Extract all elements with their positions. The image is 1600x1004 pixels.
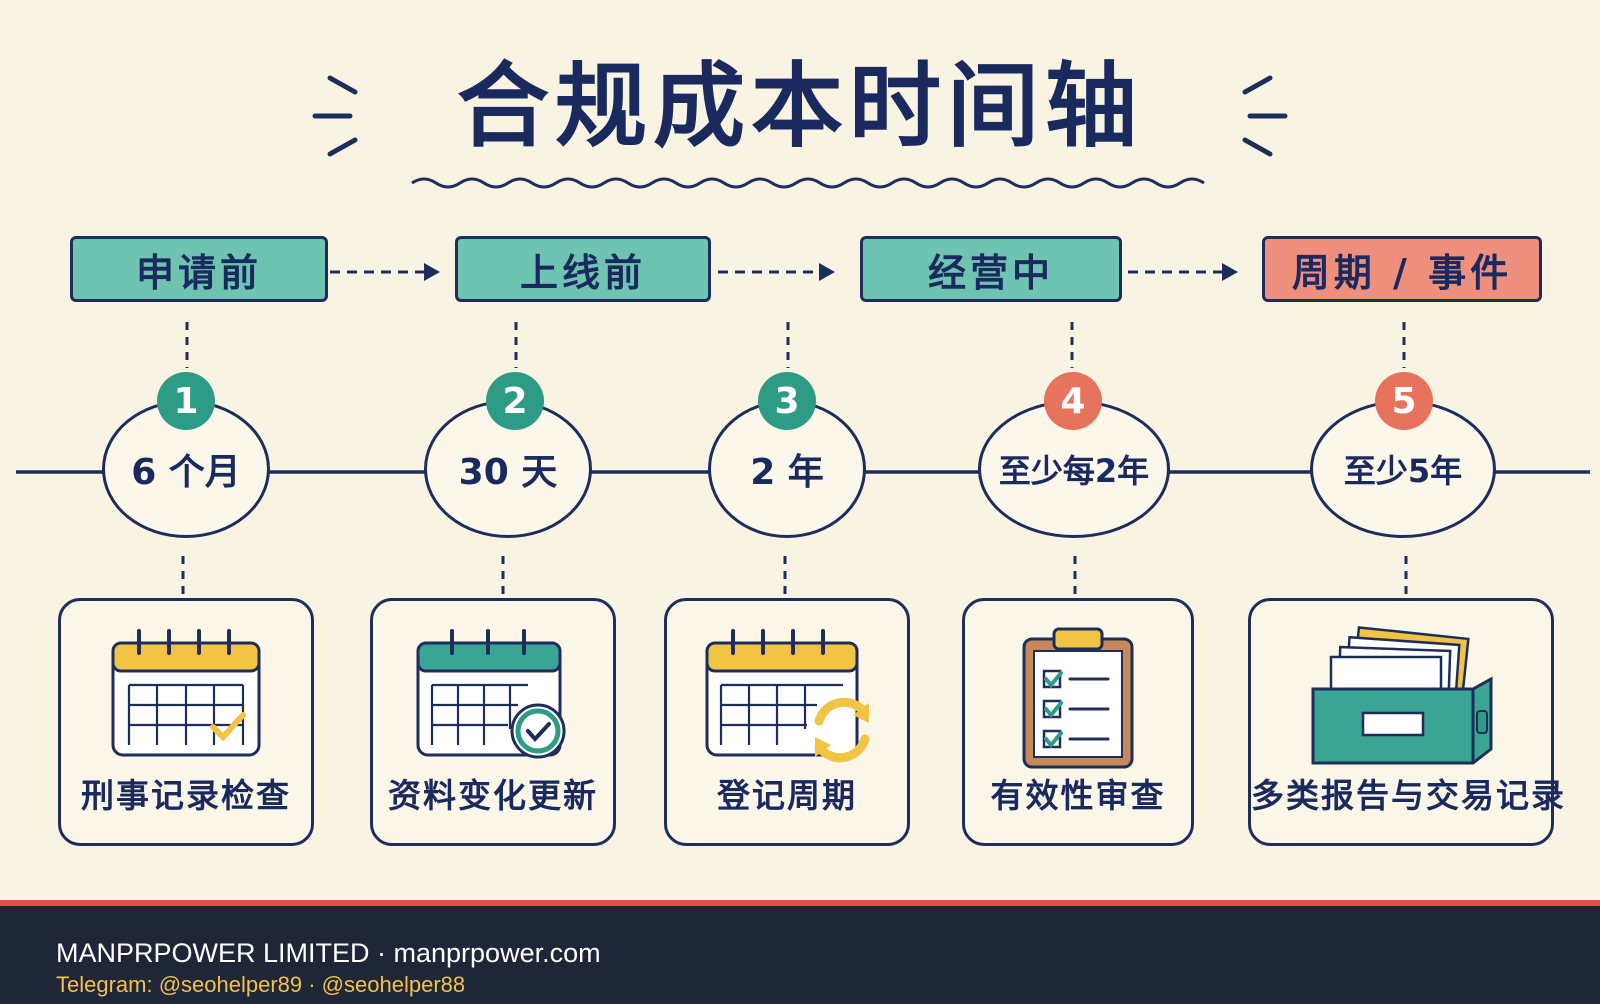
step-number-3: 3 — [758, 372, 816, 430]
phase-cycle-event: 周期 / 事件 — [1262, 236, 1542, 302]
clipboard-checklist-icon — [1022, 627, 1134, 769]
card-label-4: 有效性审查 — [990, 776, 1166, 815]
step-number-2: 2 — [486, 372, 544, 430]
step-number-5: 5 — [1375, 372, 1433, 430]
calendar-refresh-icon — [705, 629, 870, 763]
card-label-2: 资料变化更新 — [388, 776, 598, 815]
card-reports-and-transaction-records: 多类报告与交易记录 — [1248, 598, 1566, 846]
card-data-change-update: 资料变化更新 — [370, 598, 616, 846]
footer-company: MANPRPOWER LIMITED · manprpower.com — [56, 938, 601, 968]
arrow-heads — [424, 263, 1238, 281]
step-number-1: 1 — [157, 372, 215, 430]
card-effectiveness-review: 有效性审查 — [962, 598, 1194, 846]
calendar-checkmark-badge-icon — [416, 629, 566, 759]
period-circle-3: 2 年 — [708, 400, 866, 538]
card-label-1: 刑事记录检查 — [81, 776, 291, 815]
card-registration-cycle: 登记周期 — [664, 598, 910, 846]
calendar-check-icon — [111, 629, 261, 757]
file-box-icon — [1311, 626, 1493, 765]
card-label-3: 登记周期 — [717, 776, 857, 815]
page-title: 合规成本时间轴 — [456, 53, 1143, 160]
title-wavy-underline — [411, 177, 1205, 189]
footer-contacts: Telegram: @seohelper89 · @seohelper88 — [56, 972, 466, 997]
card-criminal-record-check: 刑事记录检查 — [58, 598, 314, 846]
footer-bar: MANPRPOWER LIMITED · manprpower.com Tele… — [0, 900, 1600, 1004]
title-sparkles-right — [1242, 75, 1288, 157]
step-number-4: 4 — [1044, 372, 1102, 430]
title-sparkles-left — [312, 75, 358, 157]
phase-in-operation: 经营中 — [860, 236, 1122, 302]
vertical-connectors — [181, 322, 1408, 596]
phase-pre-launch: 上线前 — [455, 236, 711, 302]
card-label-5: 多类报告与交易记录 — [1251, 776, 1566, 815]
phase-pre-application: 申请前 — [70, 236, 328, 302]
